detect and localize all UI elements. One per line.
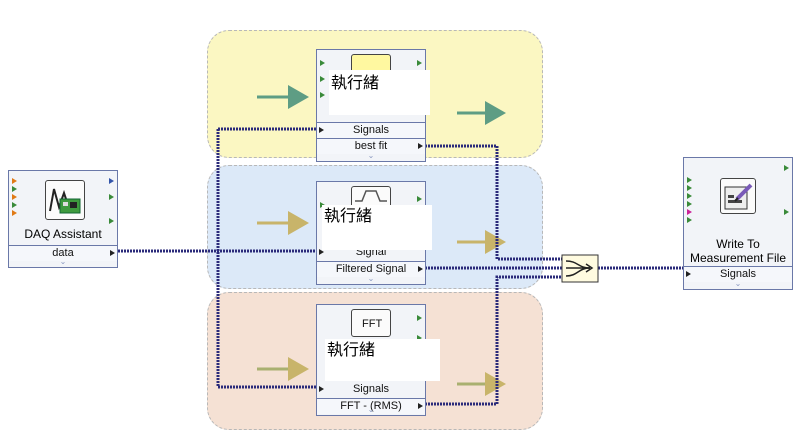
daq-card-icon [45,180,85,220]
thread-label-bottom: 執行緒 [325,339,440,381]
thread-label-middle: 執行緒 [322,205,432,250]
daq-data-terminal[interactable]: data [9,245,117,261]
fft-icon: FFT [351,309,391,337]
daq-assistant-title: DAQ Assistant [24,227,102,241]
filter-output-terminal[interactable]: Filtered Signal [317,261,425,277]
write-file-icon [720,178,756,214]
thread-label-top: 執行緒 [329,70,430,115]
curve-fit-input-terminal[interactable]: Signals [317,122,425,138]
fft-output-terminal[interactable]: FFT - (RMS) [317,398,425,414]
write-signals-terminal[interactable]: Signals [684,266,792,282]
fft-input-terminal[interactable]: Signals [317,382,425,397]
daq-assistant-node[interactable]: DAQ Assistant data ⌄ [8,170,118,268]
write-title-line2: Measurement File [689,251,787,265]
write-title-line1: Write To [716,237,760,251]
merge-signals-icon [565,260,594,277]
curve-fit-output-terminal[interactable]: best fit [317,138,425,154]
write-measurement-file-node[interactable]: Write To Measurement File Signals ⌄ [683,157,793,290]
